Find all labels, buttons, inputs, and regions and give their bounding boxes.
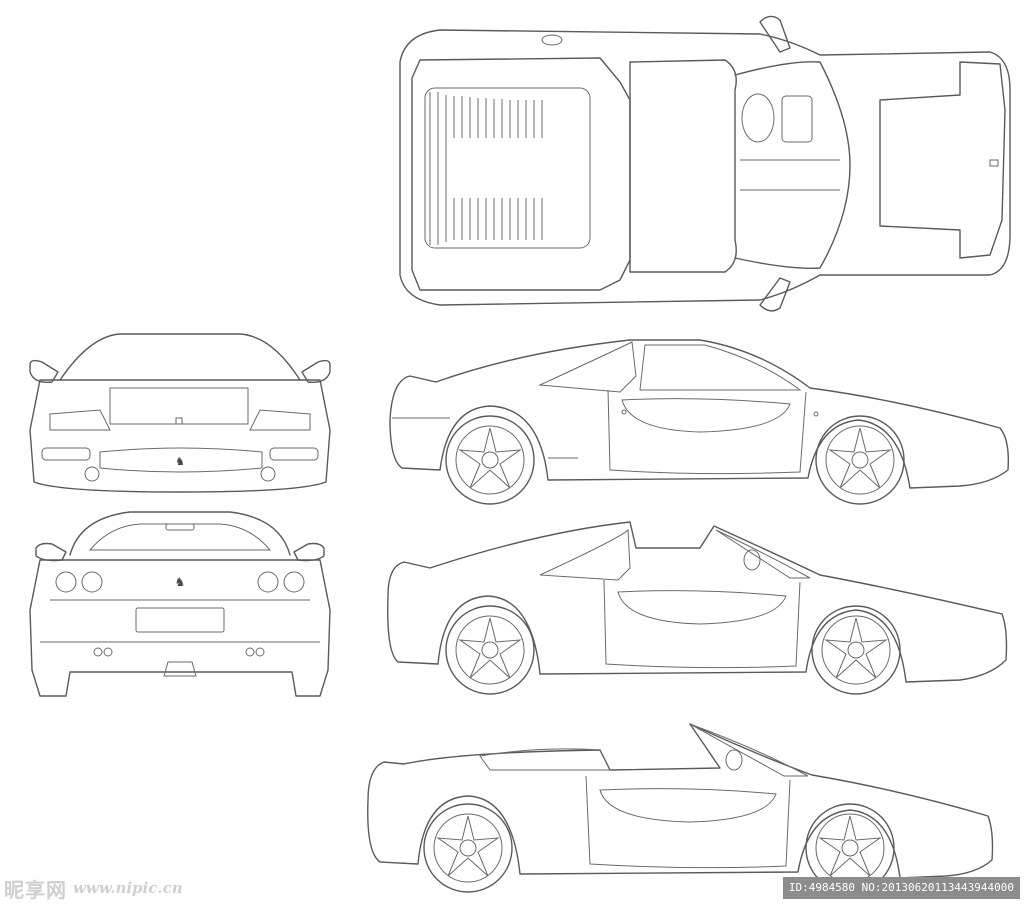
watermark-brand: 昵享网 xyxy=(4,877,67,902)
horse-emblem-rear: ♞ xyxy=(175,575,186,589)
front-view: ♞ xyxy=(29,333,331,493)
side-view-coupe xyxy=(389,339,1010,505)
horse-emblem-front: ♞ xyxy=(175,455,185,468)
watermark-left: 昵享网 www.nipic.cn xyxy=(4,876,183,902)
side-view-targa xyxy=(387,521,1008,695)
top-view xyxy=(399,15,1011,312)
side-view-spider xyxy=(367,723,994,893)
watermark-url: www.nipic.cn xyxy=(73,879,183,897)
rear-view: ♞ xyxy=(29,511,331,697)
watermark-id: ID:4984580 NO:20130620113443944000 xyxy=(782,877,1020,899)
engine-louvres xyxy=(429,92,543,245)
